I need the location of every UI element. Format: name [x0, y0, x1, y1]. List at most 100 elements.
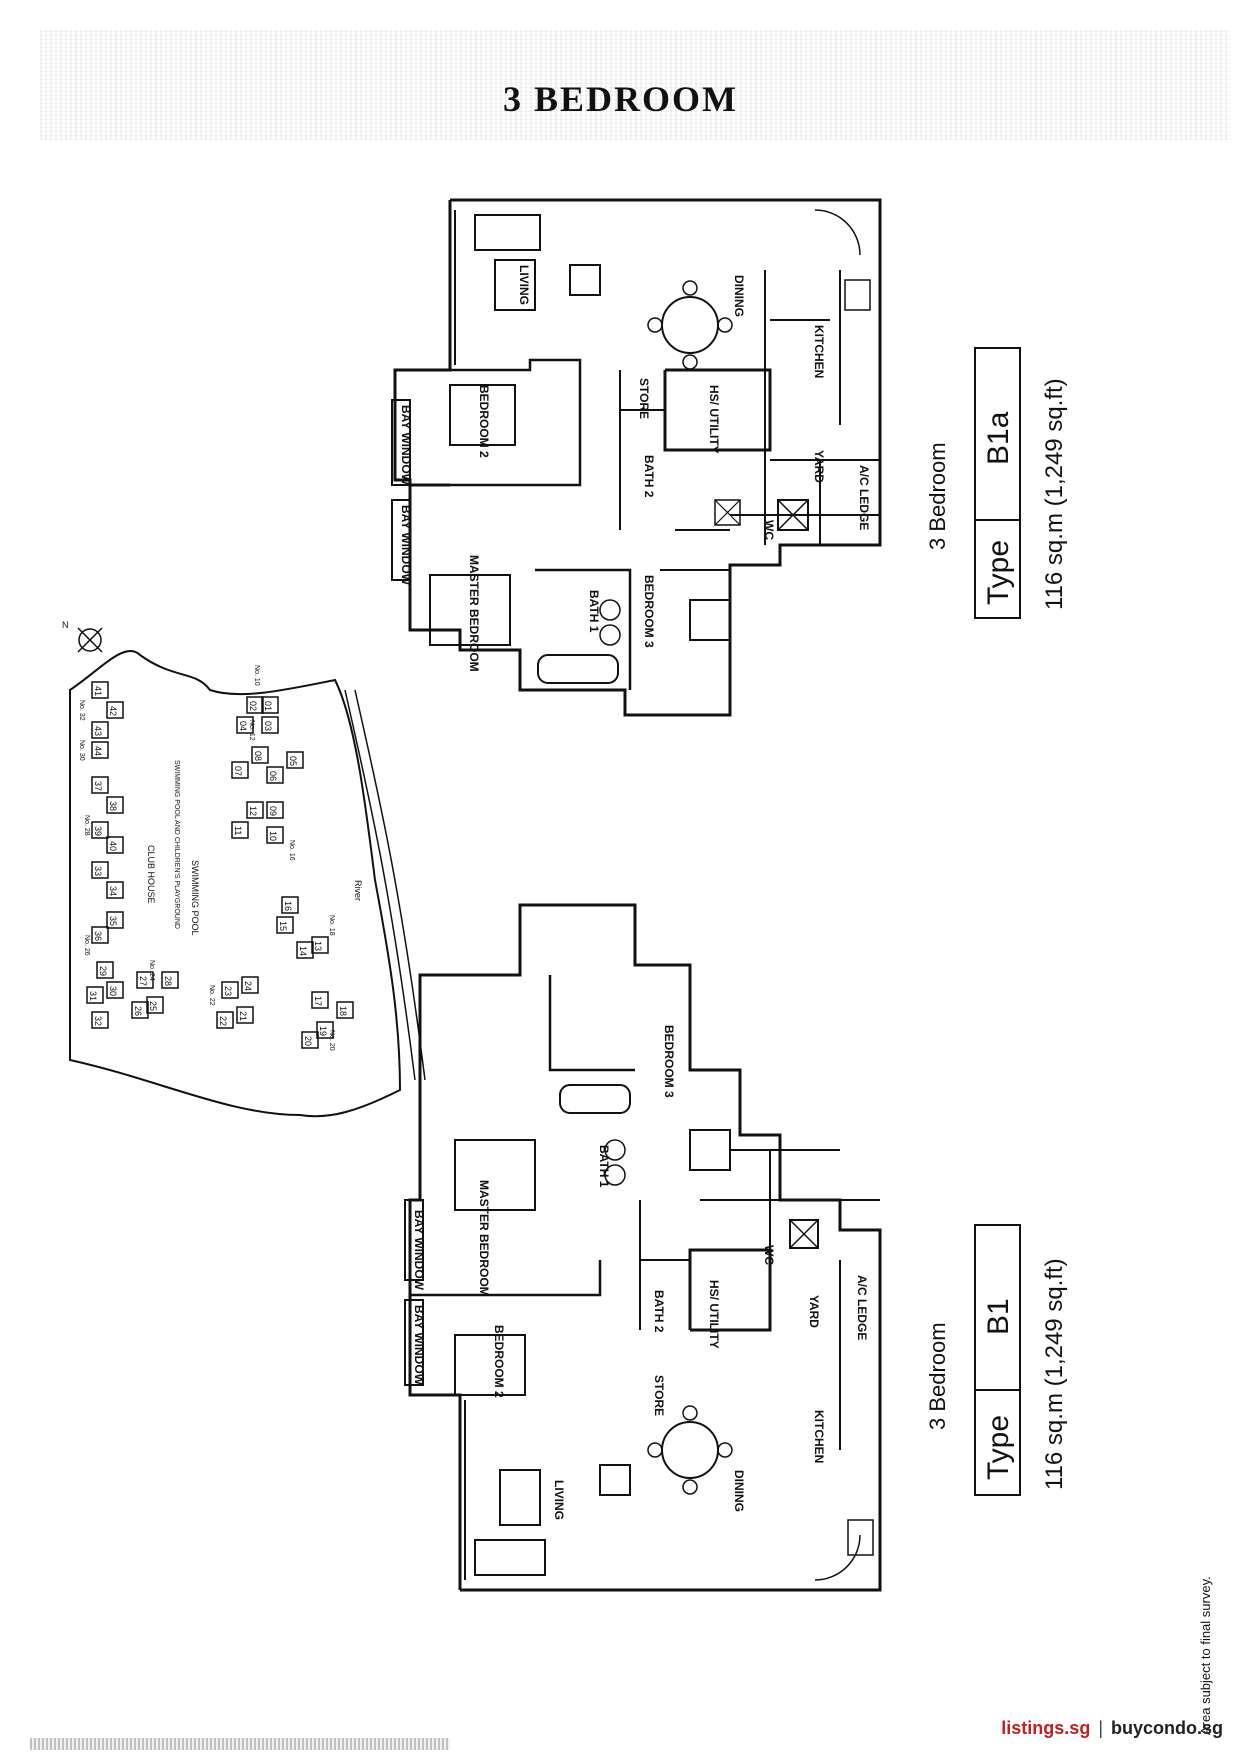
site-block-number: 41 [93, 686, 103, 696]
room-label-bay-window: BAY WINDOW [399, 505, 413, 586]
site-block-number: 01 [263, 701, 273, 711]
north-arrow-icon [77, 627, 103, 653]
brand-buycondo[interactable]: buycondo.sg [1111, 1718, 1223, 1738]
site-block-number: 18 [338, 1006, 348, 1016]
room-label-bedroom2: BEDROOM 2 [492, 1325, 506, 1398]
site-block-number: 12 [248, 806, 258, 816]
site-block [311, 991, 329, 1009]
site-block [276, 916, 294, 934]
room-label-bedroom2: BEDROOM 2 [477, 385, 491, 458]
room-label-hs-utility: HS/ UTILITY [707, 385, 721, 454]
site-block-number: 39 [93, 826, 103, 836]
site-block [301, 1031, 319, 1049]
site-block-number: 37 [93, 781, 103, 791]
site-block-number: 21 [238, 1011, 248, 1021]
site-block [86, 986, 104, 1004]
room-label-living: LIVING [552, 1480, 566, 1520]
north-label: N [62, 620, 69, 630]
site-block-number: 02 [248, 701, 258, 711]
site-block [281, 896, 299, 914]
site-block-number: 14 [298, 946, 308, 956]
room-label-bath1: BATH 1 [587, 590, 601, 633]
site-block [296, 941, 314, 959]
site-block [106, 881, 124, 899]
site-block [286, 751, 304, 769]
type-label-b1a: Type [982, 540, 1015, 605]
room-label-living: LIVING [517, 265, 531, 305]
room-label-ac-ledge: A/C LEDGE [855, 1275, 869, 1340]
type-value-b1: B1 [982, 1298, 1015, 1335]
site-block [106, 701, 124, 719]
site-block-number: 40 [108, 841, 118, 851]
street-number-label: No. 26 [83, 935, 90, 956]
site-block [131, 1001, 149, 1019]
site-block [91, 681, 109, 699]
site-block [266, 766, 284, 784]
site-block [236, 1006, 254, 1024]
site-block-number: 43 [93, 726, 103, 736]
site-block-number: 16 [283, 901, 293, 911]
room-label-yard: YARD [807, 1295, 821, 1328]
room-label-bath1: BATH 1 [597, 1145, 611, 1188]
brand-separator: | [1098, 1718, 1103, 1738]
site-block [316, 1021, 334, 1039]
site-block [106, 911, 124, 929]
room-label-bay-window: BAY WINDOW [399, 405, 413, 486]
site-block [251, 746, 269, 764]
street-number-label: No. 24 [148, 960, 155, 981]
site-block-number: 23 [223, 986, 233, 996]
street-number-label: No. 18 [328, 915, 335, 936]
site-block-number: 44 [93, 746, 103, 756]
site-block-number: 33 [93, 866, 103, 876]
room-label-bath2: BATH 2 [652, 1290, 666, 1333]
area-b1a: 116 sq.m (1,249 sq.ft) [1041, 378, 1068, 610]
site-block-number: 09 [268, 806, 278, 816]
room-label-master-bedroom: MASTER BEDROOM [467, 555, 481, 672]
site-block-number: 36 [93, 931, 103, 941]
site-block [311, 936, 329, 954]
site-block-number: 22 [218, 1016, 228, 1026]
room-label-bedroom3: BEDROOM 3 [662, 1025, 676, 1098]
river-label: River [353, 880, 363, 901]
site-block-number: 29 [98, 966, 108, 976]
type-box-b1a [974, 347, 1021, 619]
site-block [91, 926, 109, 944]
site-block [261, 696, 279, 714]
room-label-bedroom3: BEDROOM 3 [642, 575, 656, 648]
site-block [136, 971, 154, 989]
site-block [261, 716, 279, 734]
street-number-label: No. 32 [78, 700, 85, 721]
room-label-dining: DINING [732, 1470, 746, 1512]
site-block-number: 11 [233, 826, 243, 835]
site-block-number: 28 [163, 976, 173, 986]
scan-noise-top [40, 30, 1230, 140]
scan-noise-bottom [30, 1738, 450, 1750]
room-label-wc: WC [762, 1245, 776, 1265]
type-box-b1 [974, 1224, 1021, 1496]
plan-caption-b1a: 3 Bedroom [925, 442, 950, 550]
street-number-label: No. 22 [208, 985, 215, 1006]
street-number-label: No. 10 [253, 665, 260, 686]
site-block [336, 1001, 354, 1019]
plan-caption-b1: 3 Bedroom [925, 1322, 950, 1430]
site-block-number: 03 [263, 721, 273, 731]
street-number-label: No. 16 [288, 840, 295, 861]
site-block-number: 13 [313, 941, 323, 951]
page-title: 3 BEDROOM [502, 79, 738, 119]
club-house-label: CLUB HOUSE [146, 845, 156, 904]
site-block-number: 08 [253, 751, 263, 761]
site-block-number: 17 [313, 996, 323, 1006]
site-plan [69, 649, 426, 1118]
street-number-label: No. 12 [248, 720, 255, 741]
site-block-number: 25 [148, 1001, 158, 1011]
site-block-number: 19 [318, 1026, 328, 1036]
room-label-master-bedroom: MASTER BEDROOM [477, 1180, 491, 1297]
brand-listings[interactable]: listings.sg [1001, 1718, 1091, 1738]
room-label-wc: WC [762, 520, 776, 540]
room-label-hs-utility: HS/ UTILITY [707, 1280, 721, 1349]
room-label-kitchen: KITCHEN [812, 1410, 826, 1463]
site-block [231, 821, 249, 839]
site-block-number: 34 [108, 886, 118, 896]
site-block [221, 981, 239, 999]
room-label-bay-window: BAY WINDOW [412, 1305, 426, 1386]
